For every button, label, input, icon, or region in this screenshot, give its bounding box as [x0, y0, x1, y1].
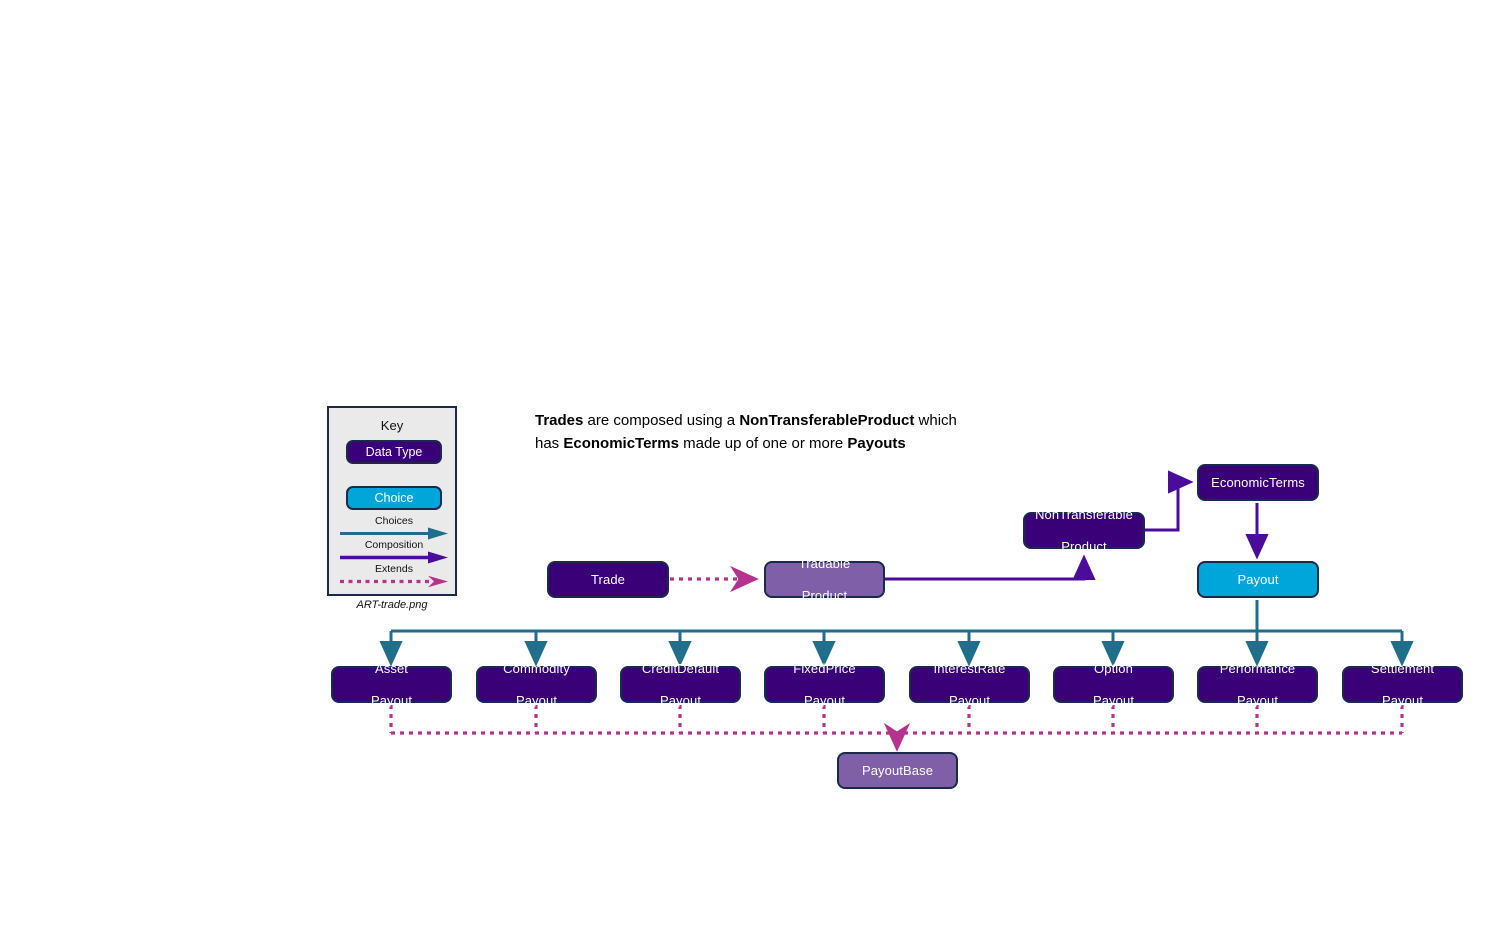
key-title: Key: [380, 418, 404, 433]
heading-term-economicterms: EconomicTerms: [563, 435, 679, 452]
key-swatch-choice-label: Choice: [374, 491, 414, 505]
page-title: Trades are composed using a NonTransfera…: [535, 409, 1075, 455]
key-swatch-data-type: Data Type: [346, 440, 442, 464]
composition-arrow-icon: [340, 551, 448, 564]
heading-text-3: has: [535, 435, 564, 452]
wire-tradableproduct-to-nontransferableproduct: [884, 554, 1096, 581]
wire-nontransferableproduct-to-economicterms: [1145, 470, 1194, 532]
key-legend-composition: Composition: [338, 539, 450, 564]
key-legend-extends-label: Extends: [375, 563, 413, 575]
heading-term-trades: Trades: [535, 412, 584, 429]
node-payout-base-label: PayoutBase: [861, 762, 934, 778]
key-swatch-choice: Choice: [346, 486, 442, 510]
node-payout[interactable]: Payout: [1197, 561, 1319, 598]
extends-arrow-icon: [340, 575, 448, 588]
node-payout-base[interactable]: PayoutBase: [837, 752, 958, 789]
key-legend-choices: Choices: [338, 515, 450, 540]
heading-term-payouts: Payouts: [847, 435, 906, 452]
key-legend-choices-label: Choices: [375, 515, 413, 527]
key-filename: ART-trade.png: [356, 599, 428, 611]
node-payout-label: Payout: [1237, 571, 1279, 587]
node-economic-terms-label: EconomicTerms: [1211, 474, 1305, 490]
heading-text-1: are composed using a: [583, 412, 740, 429]
node-economic-terms[interactable]: EconomicTerms: [1197, 464, 1319, 501]
node-trade-label: Trade: [591, 571, 625, 587]
key-swatch-data-type-label: Data Type: [365, 445, 423, 459]
heading-text-4: made up of one or more: [678, 435, 848, 452]
wire-payouts-extends-payoutbase: [389, 705, 1404, 752]
node-trade[interactable]: Trade: [547, 561, 669, 598]
heading-text-2: which: [914, 412, 957, 429]
choices-arrow-icon: [340, 527, 448, 540]
key-legend-extends: Extends: [338, 563, 450, 588]
heading-term-nontransferableproduct: NonTransferableProduct: [739, 412, 915, 429]
wire-payout-choices-bus: [379, 600, 1414, 667]
key-panel: Key Data Type Choice Choices Composition…: [327, 406, 457, 596]
key-legend-composition-label: Composition: [364, 539, 424, 551]
